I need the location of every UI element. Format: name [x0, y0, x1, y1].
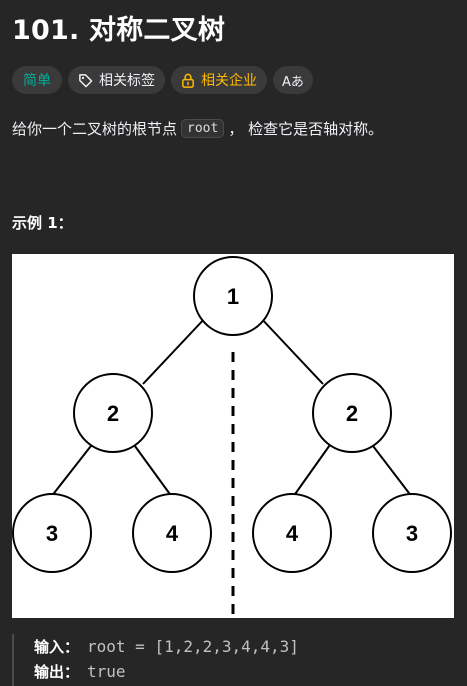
output-value: true	[87, 662, 126, 681]
tree-edge	[131, 441, 173, 498]
difficulty-label: 简单	[23, 73, 51, 89]
problem-description: 给你一个二叉树的根节点 root ， 检查它是否轴对称。	[12, 118, 383, 139]
tree-edge	[258, 315, 324, 385]
svg-text:3: 3	[406, 521, 418, 546]
symmetric-tree-diagram: 1 2 2 3 4 4 3	[12, 256, 452, 616]
related-companies-label: 相关企业	[201, 73, 257, 89]
tree-node: 2	[312, 373, 392, 453]
lock-icon	[181, 73, 195, 88]
problem-title: 101. 对称二叉树	[12, 15, 226, 46]
svg-text:3: 3	[46, 521, 58, 546]
example-input-line: 输入： root = [1,2,2,3,4,4,3]	[34, 634, 299, 659]
tree-node: 2	[73, 373, 153, 453]
tree-edge	[369, 441, 413, 498]
example-io-block: 输入： root = [1,2,2,3,4,4,3] 输出： true	[12, 634, 299, 686]
tree-node: 3	[12, 493, 92, 573]
tree-node: 3	[372, 493, 452, 573]
tree-edge	[50, 441, 95, 498]
svg-text:1: 1	[227, 284, 239, 309]
tag-icon	[78, 73, 93, 88]
example-tree-image: 1 2 2 3 4 4 3	[12, 254, 454, 618]
svg-text:2: 2	[346, 401, 358, 426]
description-text-after: ， 检查它是否轴对称。	[228, 120, 384, 138]
description-inline-code: root	[181, 119, 225, 138]
related-companies-button[interactable]: 相关企业	[171, 66, 267, 94]
tree-edge	[292, 441, 333, 498]
svg-text:4: 4	[166, 521, 179, 546]
example-output-line: 输出： true	[34, 659, 299, 684]
tree-node: 4	[132, 493, 212, 573]
input-label: 输入：	[34, 638, 80, 656]
input-value: root = [1,2,2,3,4,4,3]	[87, 637, 299, 656]
related-tags-button[interactable]: 相关标签	[68, 66, 165, 94]
translate-icon: Aあ	[282, 74, 304, 90]
difficulty-badge[interactable]: 简单	[12, 66, 62, 94]
tree-node: 1	[193, 256, 273, 336]
tree-edge	[142, 315, 208, 385]
translate-button[interactable]: Aあ	[273, 66, 313, 94]
svg-text:4: 4	[286, 521, 299, 546]
related-tags-label: 相关标签	[99, 73, 155, 89]
tree-node: 4	[252, 493, 332, 573]
example-heading: 示例 1：	[12, 214, 73, 232]
problem-tags-row: 简单 相关标签 相关企业 Aあ	[12, 66, 313, 94]
svg-text:2: 2	[107, 401, 119, 426]
output-label: 输出：	[34, 663, 80, 681]
description-text-before: 给你一个二叉树的根节点	[12, 120, 178, 138]
